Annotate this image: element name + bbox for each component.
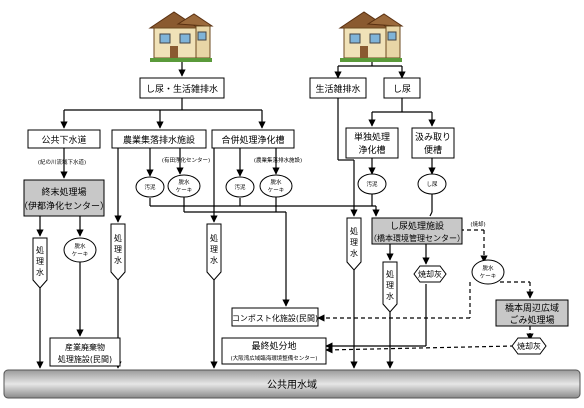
industrial-waste-box: 産業廃棄物 処理施設(民間) xyxy=(49,337,121,367)
vacuum-toilet-box: 汲み取り 便槽 xyxy=(411,127,455,159)
treated-water-2-char-3: 水 xyxy=(114,255,122,265)
source-combined-label: し尿・生活雑排水 xyxy=(146,83,218,95)
sludge-oval-agri-label: 汚泥 xyxy=(144,183,156,191)
treated-water-3-char-2: 理 xyxy=(210,245,218,254)
vacuum-toilet-label-2: 便槽 xyxy=(424,144,442,156)
ash-hex-plant-label: 焼却灰 xyxy=(418,269,442,279)
dewatered-oval-night-soil-label-1: 脱水 xyxy=(482,264,494,272)
dewatered-oval-night-soil-label-2: ケーキ xyxy=(480,273,497,280)
night-soil-oval: し尿 xyxy=(417,173,447,195)
sludge-oval-single: 汚泥 xyxy=(357,173,387,195)
dewatered-oval-agri: 脱水 ケーキ xyxy=(167,174,201,198)
treated-water-1-char-3: 水 xyxy=(36,267,44,277)
dewatered-oval-agri-label-1: 脱水 xyxy=(178,178,190,186)
public-sewer-box: 公共下水道 xyxy=(27,129,101,149)
joint-septic-label: 合併処理浄化槽 xyxy=(221,134,284,146)
compost-label: コンポスト化施設(民間) xyxy=(232,313,318,323)
agri-sewer-label: 農業集落排水施設 xyxy=(123,134,195,146)
treated-water-marker-5: 処 理 水 xyxy=(382,261,398,313)
public-water-label: 公共用水域 xyxy=(267,378,317,391)
source-combined-box: し尿・生活雑排水 xyxy=(139,77,225,99)
source-night-soil-label: し尿 xyxy=(393,84,411,95)
ash-hex-wide-label: 焼却灰 xyxy=(517,341,541,351)
public-sewer-label: 公共下水道 xyxy=(41,134,86,146)
terminal-plant-box: 終末処理場 （伊都浄化センター） xyxy=(19,179,109,217)
joint-septic-note: (農業集落排水施設) xyxy=(254,156,302,164)
treated-water-5-char-3: 水 xyxy=(386,291,394,301)
sludge-oval-single-label: 汚泥 xyxy=(366,180,378,188)
single-septic-label-1: 単独処理 xyxy=(354,131,390,143)
single-septic-label-2: 浄化槽 xyxy=(358,144,385,156)
dewatered-oval-joint: 脱水 ケーキ xyxy=(259,174,293,198)
treated-water-4-char-3: 水 xyxy=(350,248,358,258)
dewatered-oval-terminal-label-1: 脱水 xyxy=(74,242,86,250)
industrial-waste-label-2: 処理施設(民間) xyxy=(58,354,112,364)
treated-water-5-char-1: 処 xyxy=(386,269,394,279)
dewatered-oval-night-soil: 脱水 ケーキ xyxy=(471,259,505,285)
wide-area-label-1: 橋本周辺広域 xyxy=(505,302,559,314)
terminal-plant-label-1: 終末処理場 xyxy=(41,186,86,198)
wide-area-box: 橋本周辺広域 ごみ処理場 xyxy=(495,299,569,327)
source-gray-label: 生活雑排水 xyxy=(315,83,360,95)
night-soil-note: (焼却) xyxy=(470,220,485,228)
source-gray-box: 生活雑排水 xyxy=(309,77,367,99)
treated-water-4-char-1: 処 xyxy=(350,226,358,236)
final-disposal-label-1: 最終処分地 xyxy=(251,340,296,352)
vacuum-toilet-label-1: 汲み取り xyxy=(415,132,451,143)
agri-sewer-box: 農業集落排水施設 xyxy=(111,129,207,149)
treated-water-1-char-2: 理 xyxy=(36,257,44,266)
agri-sewer-note: (有田浄化センター) xyxy=(162,156,210,164)
dewatered-oval-agri-label-2: ケーキ xyxy=(176,187,193,194)
ash-hex-plant: 焼却灰 xyxy=(413,265,447,283)
joint-septic-box: 合併処理浄化槽 xyxy=(211,129,295,149)
compost-box: コンポスト化施設(民間) xyxy=(231,307,319,327)
house-icon-right xyxy=(338,11,404,62)
treated-water-2-char-1: 処 xyxy=(114,233,122,243)
sludge-oval-agri: 汚泥 xyxy=(135,176,165,198)
dewatered-oval-terminal: 脱水 ケーキ xyxy=(63,237,97,263)
dewatered-oval-terminal-label-2: ケーキ xyxy=(72,251,89,258)
single-septic-box: 単独処理 浄化槽 xyxy=(345,127,399,159)
night-soil-plant-label-1: し尿処理施設 xyxy=(390,220,444,232)
ash-hex-wide: 焼却灰 xyxy=(511,337,547,355)
connector-lines xyxy=(36,62,534,369)
final-disposal-box: 最終処分地 (大阪湾広域臨海環境整備センター) xyxy=(221,337,327,365)
night-soil-oval-label: し尿 xyxy=(426,181,438,188)
dewatered-oval-joint-label-1: 脱水 xyxy=(270,178,282,186)
treated-water-marker-4: 処 理 水 xyxy=(346,217,362,271)
public-sewer-note: (紀の川流域下水道) xyxy=(38,158,86,166)
source-night-soil-box: し尿 xyxy=(383,77,421,99)
night-soil-plant-label-2: （橋本環境管理センター） xyxy=(369,233,465,243)
house-icon-left xyxy=(148,11,214,62)
final-disposal-label-2: (大阪湾広域臨海環境整備センター) xyxy=(231,354,318,362)
industrial-waste-label-1: 産業廃棄物 xyxy=(65,342,105,352)
treated-water-5-char-2: 理 xyxy=(386,281,394,290)
sludge-oval-joint: 汚泥 xyxy=(225,176,255,198)
treated-water-marker-2: 処 理 水 xyxy=(110,223,126,281)
treated-water-marker-3: 処 理 水 xyxy=(206,223,222,281)
treated-water-2-char-2: 理 xyxy=(114,245,122,254)
treated-water-3-char-1: 処 xyxy=(210,233,218,243)
wide-area-label-2: ごみ処理場 xyxy=(509,314,554,326)
dewatered-oval-joint-label-2: ケーキ xyxy=(268,187,285,194)
sludge-oval-joint-label: 汚泥 xyxy=(234,183,246,191)
treated-water-3-char-3: 水 xyxy=(210,255,218,265)
treated-water-4-char-2: 理 xyxy=(350,238,358,247)
public-water-bar: 公共用水域 xyxy=(3,369,581,399)
treated-water-marker-1: 処 理 水 xyxy=(32,237,48,289)
night-soil-plant-box: し尿処理施設 （橋本環境管理センター） xyxy=(369,217,465,245)
treated-water-1-char-1: 処 xyxy=(36,245,44,255)
terminal-plant-label-2: （伊都浄化センター） xyxy=(19,200,109,212)
